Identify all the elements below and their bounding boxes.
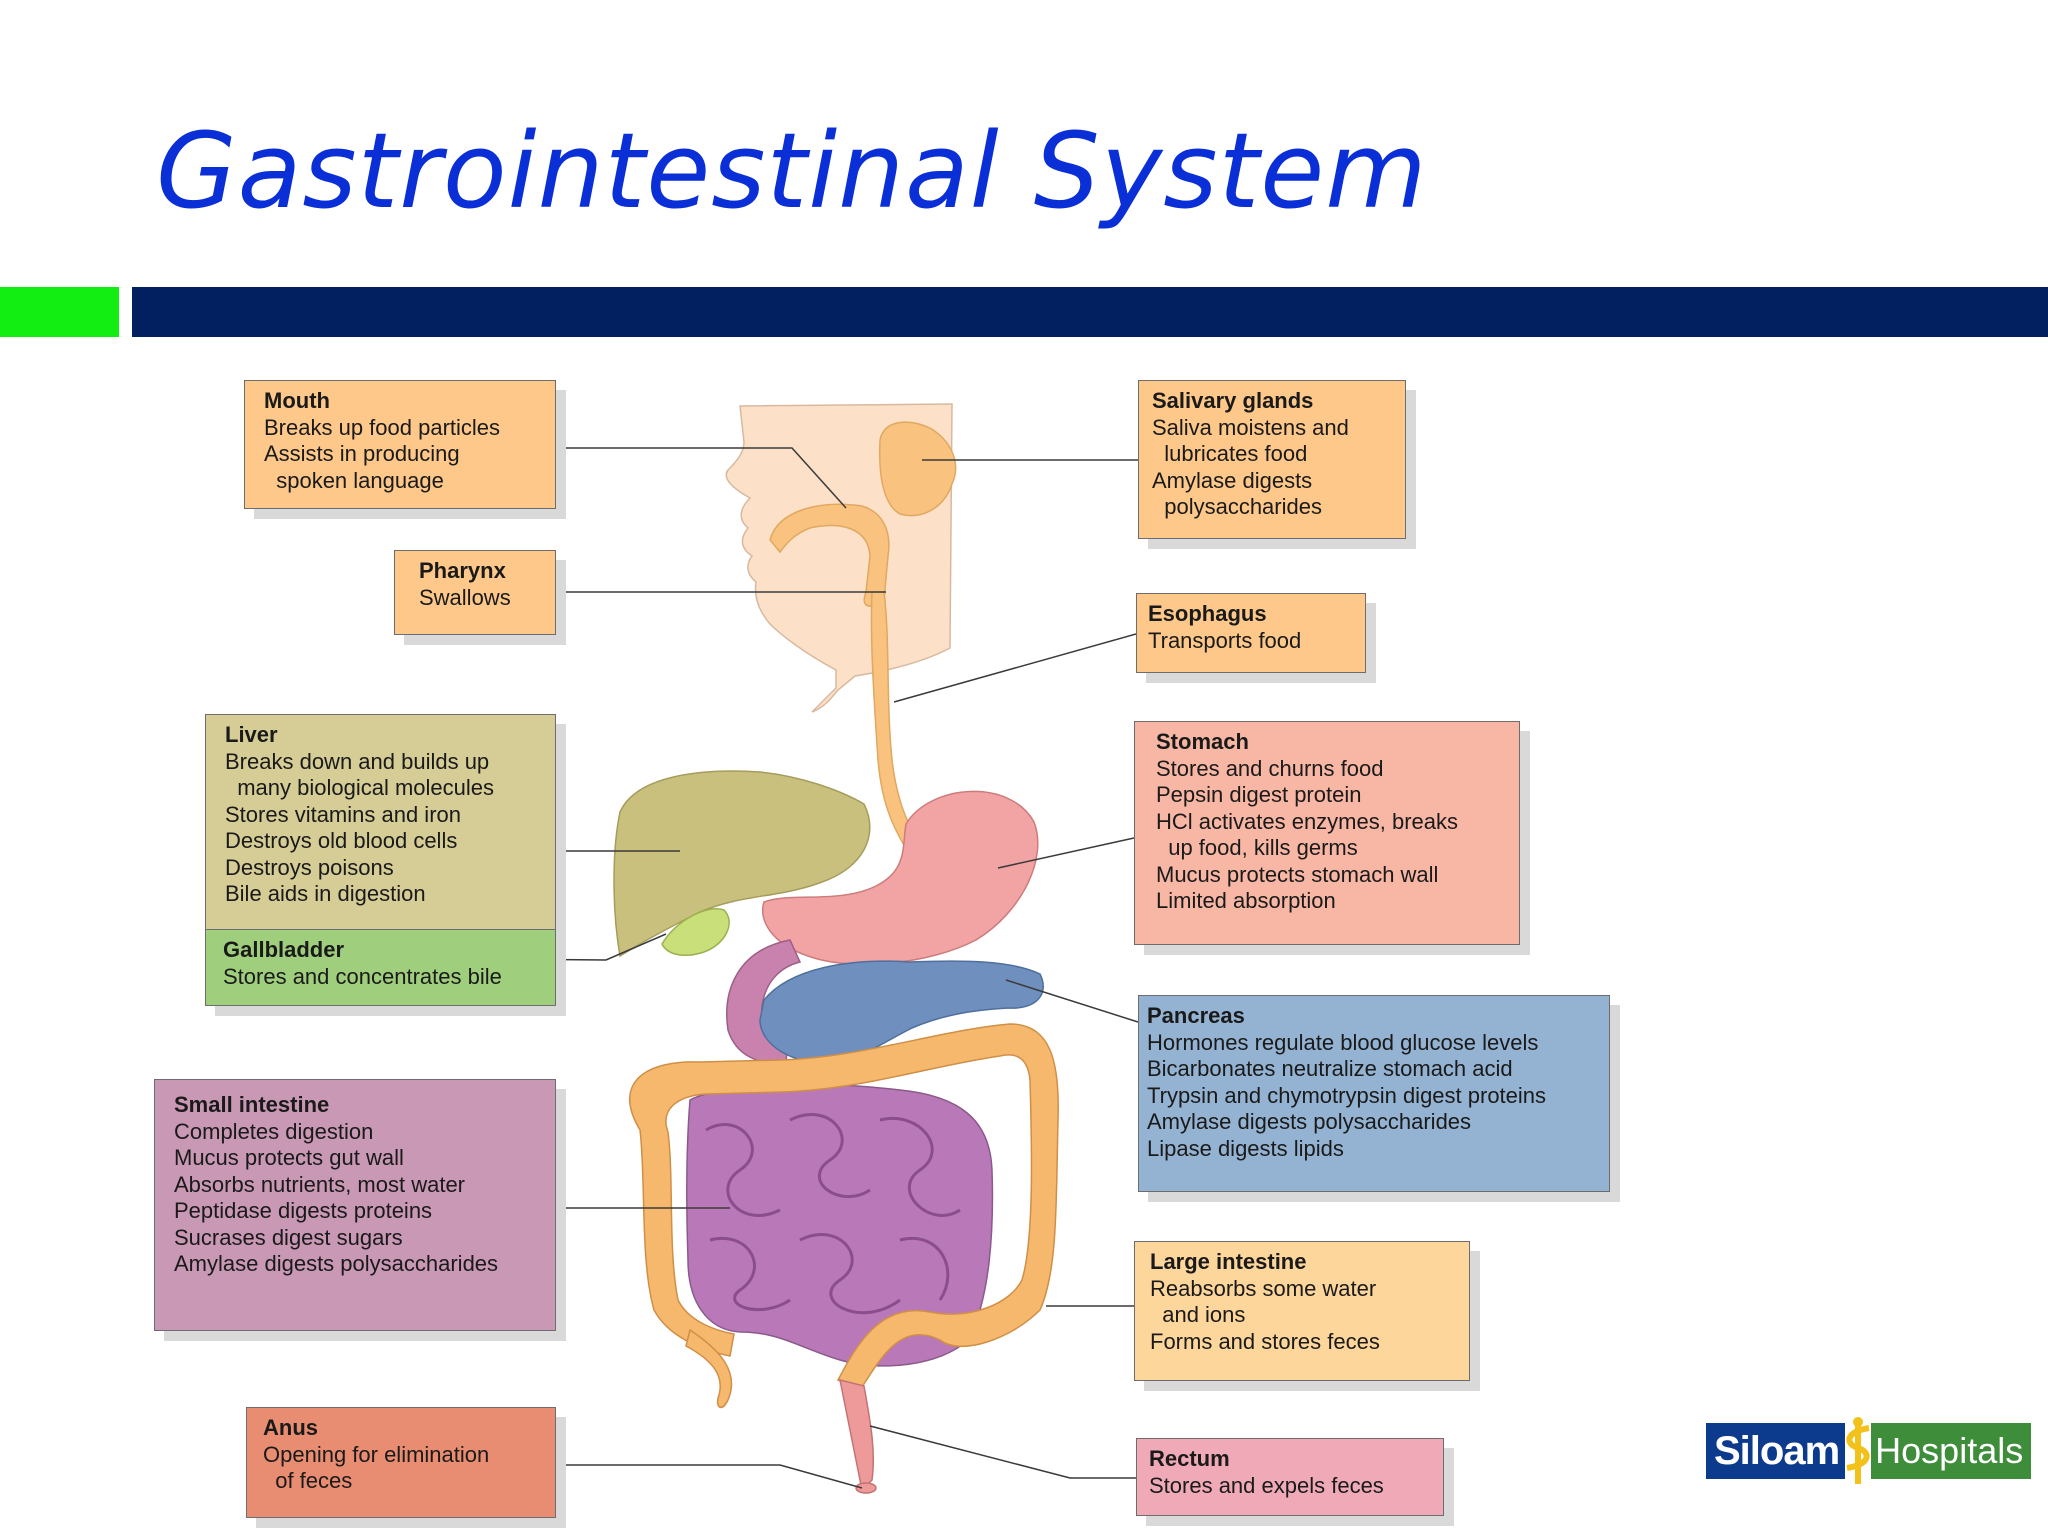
gallbladder-shape bbox=[661, 908, 730, 957]
label-esophagus-line: Transports food bbox=[1148, 627, 1302, 653]
label-liver-line: Breaks down and builds up bbox=[225, 748, 490, 774]
anus-shape bbox=[855, 1482, 877, 1494]
slide-title: Gastrointestinal System bbox=[156, 110, 1428, 232]
label-rectum-title: Rectum bbox=[1149, 1446, 1230, 1471]
label-mouth-title: Mouth bbox=[264, 388, 330, 413]
label-salivary-glands: Salivary glands Saliva moistens and lubr… bbox=[1138, 380, 1406, 539]
siloam-hospitals-logo: Siloam Hospitals bbox=[1706, 1416, 2032, 1486]
label-salivary-glands-line: lubricates food bbox=[1152, 441, 1308, 466]
label-stomach-line: Stores and churns food bbox=[1156, 755, 1384, 781]
label-mouth-line: Breaks up food particles bbox=[264, 414, 501, 440]
label-rectum: Rectum Stores and expels feces bbox=[1136, 1438, 1444, 1516]
label-pharynx: Pharynx Swallows bbox=[394, 550, 556, 635]
leader-rectum bbox=[869, 1425, 1136, 1479]
label-liver-line: Destroys old blood cells bbox=[225, 828, 458, 853]
label-stomach-line: HCl activates enzymes, breaks bbox=[1156, 808, 1458, 834]
label-liver: Liver Breaks down and builds up many bio… bbox=[205, 714, 556, 930]
label-small-intestine: Small intestine Completes digestion Mucu… bbox=[154, 1079, 556, 1331]
label-small-intestine-line: Amylase digests polysaccharides bbox=[174, 1251, 499, 1276]
label-large-intestine-line: Forms and stores feces bbox=[1150, 1328, 1380, 1354]
label-stomach-line: Pepsin digest protein bbox=[1156, 782, 1362, 807]
small-intestine-coils bbox=[705, 1113, 961, 1315]
label-liver-line: Bile aids in digestion bbox=[225, 881, 426, 906]
leader-pancreas bbox=[1005, 979, 1139, 1023]
label-anus-line: Opening for elimination bbox=[263, 1441, 490, 1467]
label-pharynx-title: Pharynx bbox=[419, 558, 506, 583]
label-liver-line: Destroys poisons bbox=[225, 854, 394, 880]
label-small-intestine-title: Small intestine bbox=[174, 1092, 330, 1117]
label-pancreas-title: Pancreas bbox=[1147, 1003, 1245, 1028]
label-anus: Anus Opening for elimination of feces bbox=[246, 1407, 556, 1518]
logo-word-siloam: Siloam bbox=[1706, 1423, 1846, 1479]
label-pancreas-line: Amylase digests polysaccharides bbox=[1147, 1109, 1472, 1134]
accent-bar-green bbox=[0, 287, 119, 337]
label-salivary-glands-line: polysaccharides bbox=[1152, 494, 1322, 519]
label-pancreas-line: Trypsin and chymotrypsin digest proteins bbox=[1147, 1082, 1547, 1108]
label-liver-title: Liver bbox=[225, 722, 278, 747]
appendix-shape bbox=[685, 1328, 733, 1409]
label-gallbladder: Gallbladder Stores and concentrates bile bbox=[205, 929, 556, 1006]
leader-stomach bbox=[997, 837, 1135, 869]
logo-word-hospitals: Hospitals bbox=[1871, 1423, 2032, 1479]
label-liver-line: Stores vitamins and iron bbox=[225, 801, 461, 827]
oral-cavity-shape bbox=[769, 503, 890, 607]
label-salivary-glands-line: Amylase digests bbox=[1152, 467, 1313, 493]
leader-anus bbox=[556, 1464, 863, 1489]
label-large-intestine-line: Reabsorbs some water bbox=[1150, 1275, 1377, 1301]
label-small-intestine-line: Completes digestion bbox=[174, 1118, 374, 1144]
label-large-intestine: Large intestine Reabsorbs some water and… bbox=[1134, 1241, 1470, 1381]
large-intestine-shape bbox=[628, 1023, 1059, 1391]
label-stomach-line: up food, kills germs bbox=[1156, 835, 1358, 860]
liver-shape bbox=[613, 770, 871, 958]
rectum-shape bbox=[839, 1378, 875, 1492]
label-anus-title: Anus bbox=[263, 1415, 318, 1440]
label-anus-line: of feces bbox=[263, 1468, 353, 1493]
label-liver-line: many biological molecules bbox=[225, 775, 495, 800]
label-rectum-line: Stores and expels feces bbox=[1149, 1472, 1384, 1498]
salivary-gland-shape bbox=[878, 421, 957, 517]
label-pharynx-line: Swallows bbox=[419, 584, 511, 610]
label-large-intestine-line: and ions bbox=[1150, 1302, 1246, 1327]
label-small-intestine-line: Mucus protects gut wall bbox=[174, 1145, 404, 1170]
label-esophagus: Esophagus Transports food bbox=[1136, 593, 1366, 673]
label-small-intestine-line: Absorbs nutrients, most water bbox=[174, 1171, 466, 1197]
label-stomach: Stomach Stores and churns food Pepsin di… bbox=[1134, 721, 1520, 945]
label-salivary-glands-line: Saliva moistens and bbox=[1152, 414, 1349, 440]
label-pancreas-line: Lipase digests lipids bbox=[1147, 1135, 1344, 1161]
accent-bar-navy bbox=[132, 287, 2048, 337]
label-mouth: Mouth Breaks up food particles Assists i… bbox=[244, 380, 556, 509]
caduceus-icon bbox=[1846, 1417, 1870, 1484]
leader-esophagus bbox=[893, 633, 1137, 703]
label-small-intestine-line: Sucrases digest sugars bbox=[174, 1224, 403, 1250]
label-pancreas-line: Hormones regulate blood glucose levels bbox=[1147, 1029, 1539, 1055]
label-large-intestine-title: Large intestine bbox=[1150, 1249, 1307, 1274]
label-pancreas: Pancreas Hormones regulate blood glucose… bbox=[1138, 995, 1610, 1192]
label-stomach-title: Stomach bbox=[1156, 729, 1249, 754]
label-pancreas-line: Bicarbonates neutralize stomach acid bbox=[1147, 1056, 1513, 1081]
label-gallbladder-line: Stores and concentrates bile bbox=[223, 963, 502, 989]
small-intestine-shape bbox=[685, 1083, 994, 1367]
label-salivary-glands-title: Salivary glands bbox=[1152, 388, 1314, 413]
leader-mouth bbox=[556, 447, 847, 509]
leader-lines bbox=[391, 447, 1139, 1489]
label-mouth-line: spoken language bbox=[264, 467, 444, 493]
label-gallbladder-title: Gallbladder bbox=[223, 937, 345, 962]
label-esophagus-title: Esophagus bbox=[1148, 601, 1267, 626]
label-small-intestine-line: Peptidase digests proteins bbox=[174, 1198, 433, 1223]
label-stomach-line: Mucus protects stomach wall bbox=[1156, 861, 1439, 887]
label-stomach-line: Limited absorption bbox=[1156, 888, 1336, 913]
label-mouth-line: Assists in producing bbox=[264, 441, 460, 466]
